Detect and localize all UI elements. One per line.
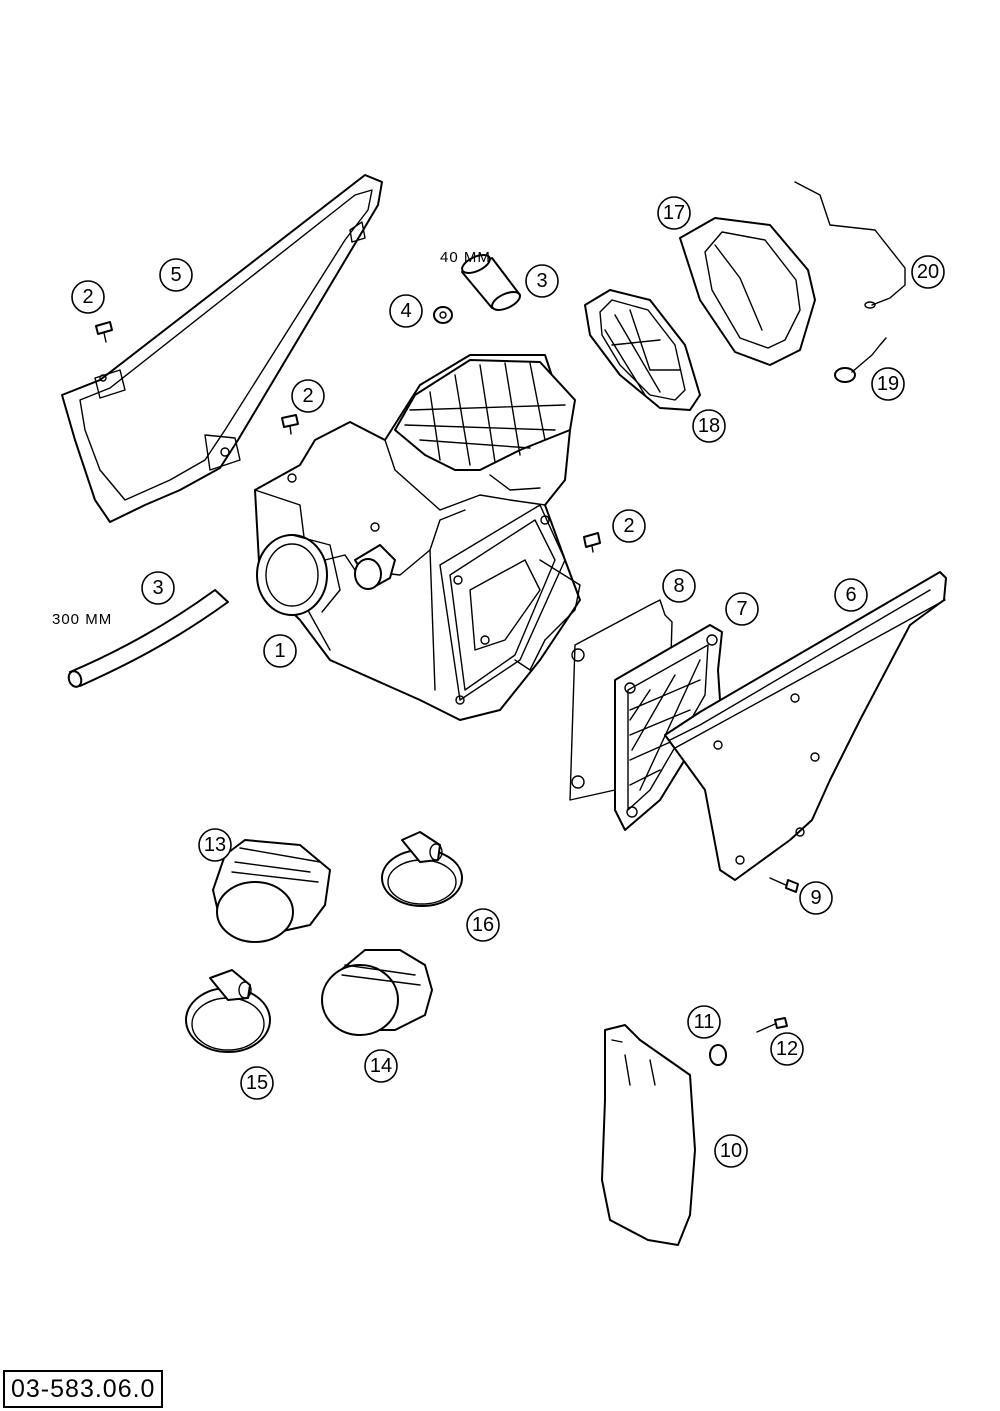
- callout-5: 5: [159, 258, 193, 292]
- part-filter-cage: [584, 289, 701, 411]
- svg-text:6: 6: [845, 584, 856, 606]
- part-gasket: [569, 599, 673, 801]
- svg-text:13: 13: [204, 834, 226, 856]
- part-wire-rod: [794, 181, 906, 309]
- svg-text:18: 18: [698, 415, 720, 437]
- callout-2: 2: [612, 509, 646, 543]
- part-airbox-housing: [254, 354, 581, 721]
- svg-text:16: 16: [472, 914, 494, 936]
- part-screw-2c: [583, 532, 601, 553]
- part-nut: [433, 306, 453, 324]
- callout-3: 3: [525, 264, 559, 298]
- callout-16: 16: [466, 908, 500, 942]
- svg-text:4: 4: [400, 300, 411, 322]
- callout-2: 2: [71, 280, 105, 314]
- part-filter-element: [679, 217, 816, 366]
- part-washer-11: [709, 1044, 727, 1066]
- callout-8: 8: [662, 569, 696, 603]
- svg-text:9: 9: [810, 887, 821, 909]
- part-screw-2b: [281, 414, 299, 435]
- svg-text:7: 7: [736, 598, 747, 620]
- part-mud-flap: [601, 1024, 696, 1246]
- svg-text:3: 3: [536, 270, 547, 292]
- part-screw-9: [769, 877, 799, 893]
- part-bolt-19: [834, 337, 887, 383]
- svg-text:5: 5: [170, 264, 181, 286]
- svg-text:10: 10: [720, 1140, 742, 1162]
- callout-14: 14: [364, 1049, 398, 1083]
- svg-text:12: 12: [776, 1038, 798, 1060]
- svg-text:14: 14: [370, 1055, 392, 1077]
- part-hose-short: [461, 254, 521, 311]
- svg-text:2: 2: [82, 286, 93, 308]
- svg-text:15: 15: [246, 1072, 268, 1094]
- svg-text:8: 8: [673, 575, 684, 597]
- callout-9: 9: [799, 881, 833, 915]
- svg-text:11: 11: [694, 1011, 715, 1033]
- callout-12: 12: [770, 1032, 804, 1066]
- part-right-side-cover: [664, 571, 947, 881]
- part-screw-2a: [95, 321, 113, 343]
- callout-13: 13: [198, 828, 232, 862]
- svg-text:17: 17: [663, 202, 685, 224]
- svg-text:1: 1: [274, 640, 285, 662]
- callout-18: 18: [692, 409, 726, 443]
- diagram-reference-code: 03-583.06.0: [3, 1370, 164, 1408]
- svg-text:3: 3: [152, 577, 163, 599]
- part-screw-12: [756, 1017, 788, 1033]
- callout-20: 20: [911, 255, 945, 289]
- callout-19: 19: [871, 367, 905, 401]
- callout-6: 6: [834, 578, 868, 612]
- part-clamp-15: [185, 969, 271, 1053]
- dimension-label-300mm: 300 MM: [52, 611, 112, 628]
- part-clamp-16: [381, 831, 463, 907]
- callout-1: 1: [263, 634, 297, 668]
- part-rubber-sleeve-14: [321, 949, 433, 1036]
- callout-17: 17: [657, 196, 691, 230]
- svg-text:2: 2: [302, 385, 313, 407]
- svg-text:2: 2: [623, 515, 634, 537]
- callout-4: 4: [389, 294, 423, 328]
- callout-15: 15: [240, 1066, 274, 1100]
- svg-text:19: 19: [877, 373, 899, 395]
- callout-7: 7: [725, 592, 759, 626]
- svg-text:20: 20: [917, 261, 939, 283]
- part-hose-long: [67, 589, 229, 688]
- dimension-label-40mm: 40 MM: [440, 249, 491, 266]
- part-rubber-sleeve-13: [212, 839, 331, 943]
- callout-10: 10: [714, 1134, 748, 1168]
- callout-11: 11: [687, 1005, 721, 1039]
- callout-2: 2: [291, 379, 325, 413]
- part-left-side-cover: [61, 174, 383, 523]
- callout-3: 3: [141, 571, 175, 605]
